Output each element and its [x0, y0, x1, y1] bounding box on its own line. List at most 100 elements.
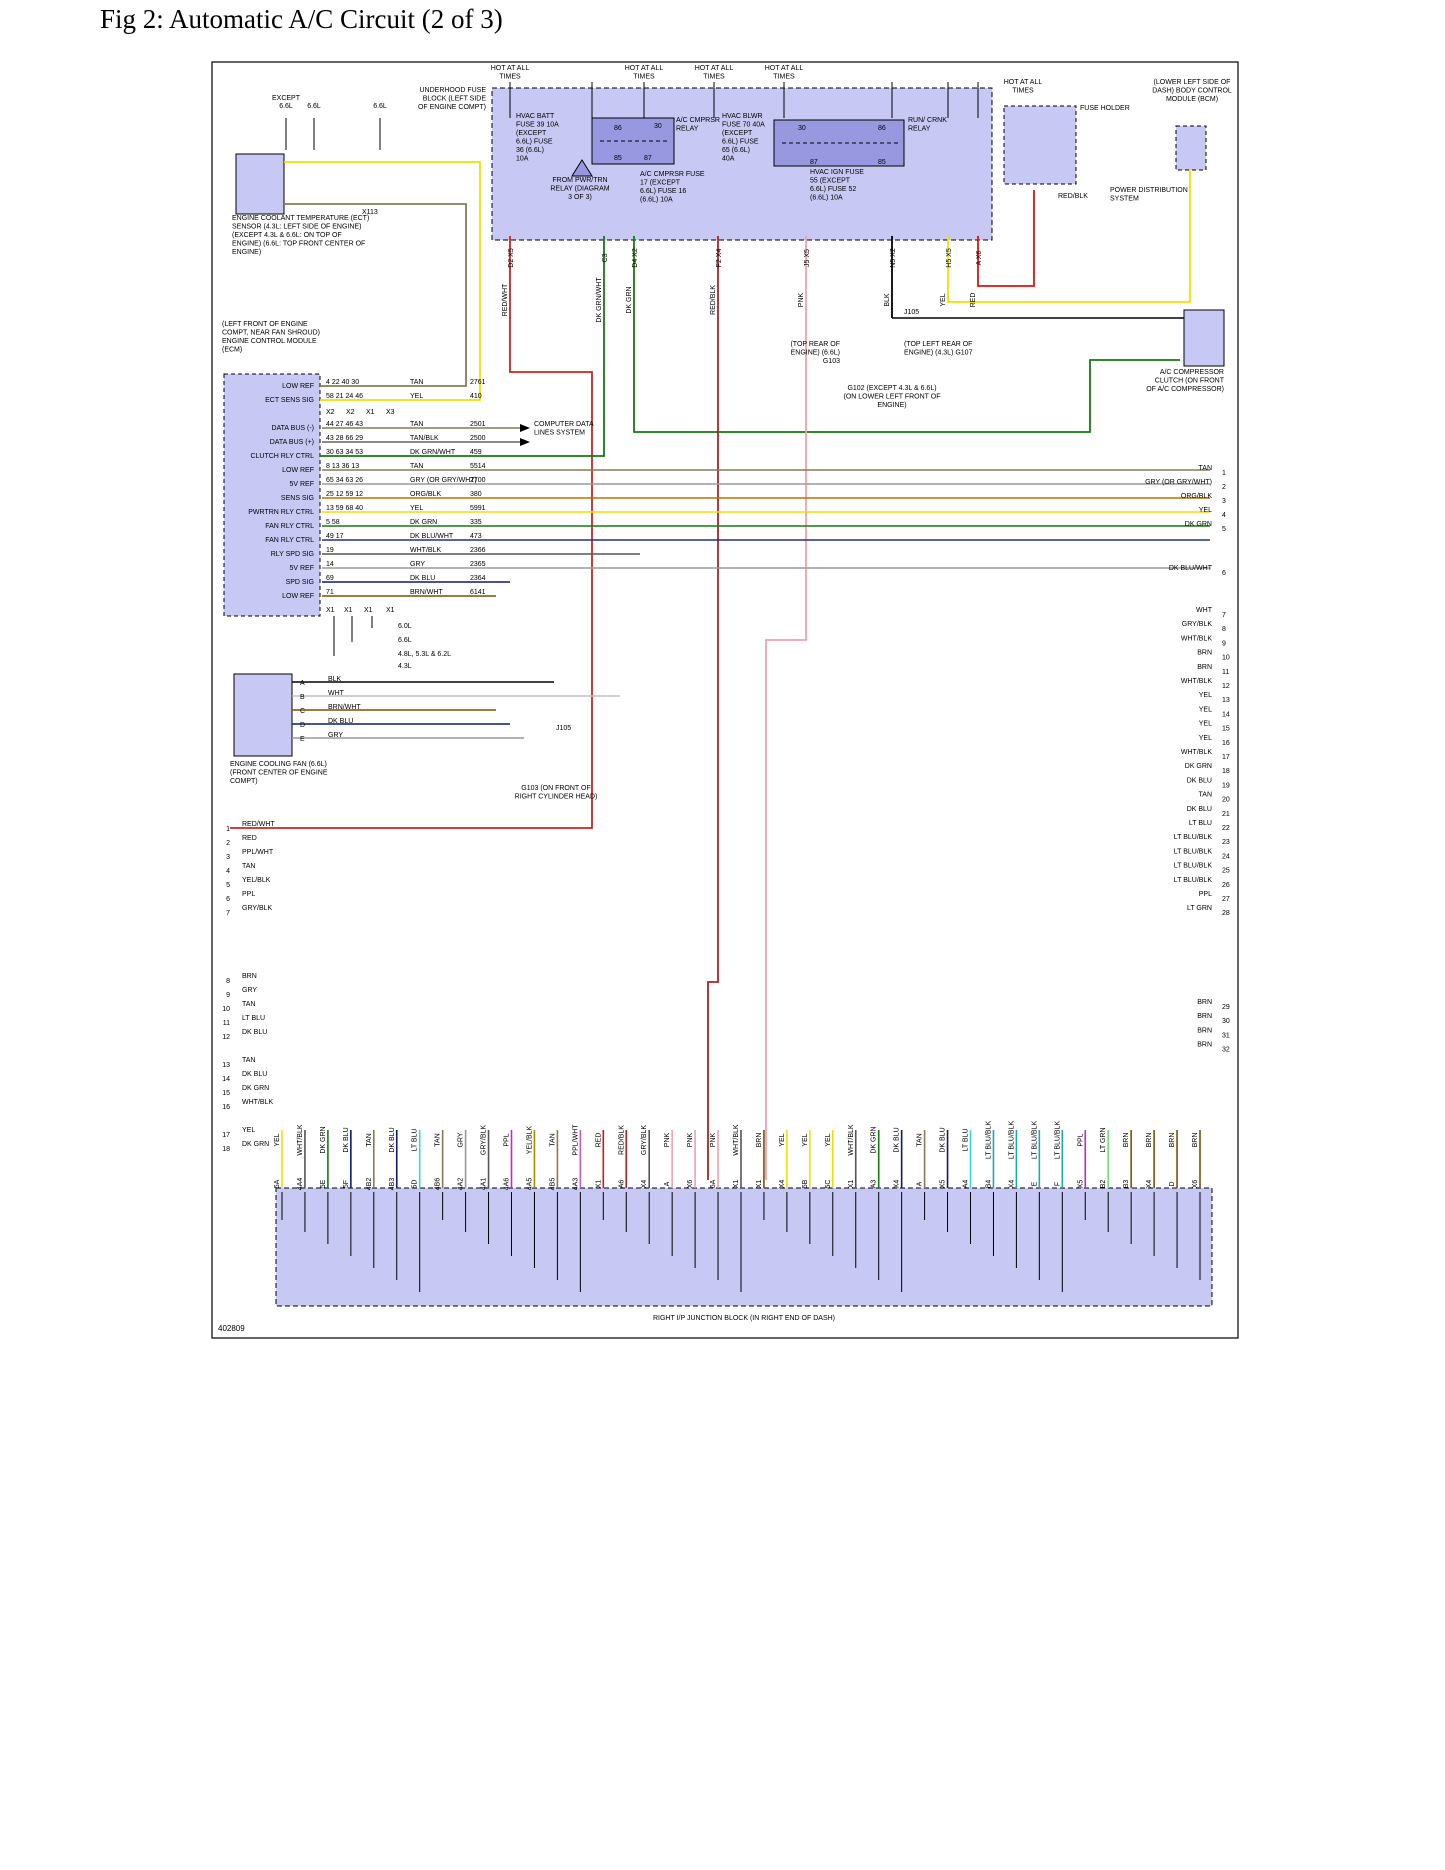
red-blk-wire-top: [707, 236, 719, 1180]
left-label-3: PPL/WHT: [242, 849, 274, 856]
jb-wire-label-9: GRY/BLK: [481, 1125, 488, 1156]
right-num-2: 2: [1222, 484, 1226, 491]
ecm-conn-0: X2: [326, 409, 335, 416]
runcrnk-pin-30: 30: [798, 125, 806, 132]
red-blk-wire-top-label: RED/BLK: [710, 285, 717, 315]
right-label-10: BRN: [1197, 650, 1212, 657]
jb-wire-label-22: YEL: [779, 1133, 786, 1146]
jb-pin-label-31: B4: [985, 1180, 992, 1189]
jb-wire-label-34: LT BLU/BLK: [1054, 1121, 1061, 1160]
ecm-row-color-6: GRY (OR GRY/WHT): [410, 477, 477, 484]
jb-pin-label-39: D: [1169, 1181, 1176, 1186]
ecm-row-circuit-2: 2501: [470, 421, 486, 428]
ecm-row-label-10: FAN RLY CTRL: [265, 537, 314, 544]
left-label-10: TAN: [242, 1001, 255, 1008]
junction-block-box: [275, 1187, 1213, 1307]
jb-pin-label-12: 4B5: [549, 1178, 556, 1191]
right-label-7: WHT: [1196, 607, 1213, 614]
blk-wire-top-label: BLK: [884, 293, 891, 307]
jb-wire-label-32: LT BLU/BLK: [1008, 1121, 1015, 1160]
jb-pin-label-38: X4: [1146, 1180, 1153, 1189]
right-label-5: DK GRN: [1185, 521, 1212, 528]
ect-variant-label-1: 6.6L: [307, 103, 321, 110]
jb-pin-label-20: X1: [733, 1180, 740, 1189]
ecm-row-pins-2: 44 27 46 43: [326, 421, 363, 428]
right-num-28: 28: [1222, 910, 1230, 917]
fan-pin-A: A: [300, 680, 305, 687]
right-num-24: 24: [1222, 853, 1230, 860]
ecm-row-label-14: LOW REF: [282, 593, 314, 600]
ecm-row-circuit-14: 6141: [470, 589, 486, 596]
pnk-wire-top-label: PNK: [798, 292, 805, 307]
data-arrow-1: [520, 424, 530, 432]
right-num-6: 6: [1222, 570, 1226, 577]
cooling-fan-label: ENGINE COOLING FAN (6.6L)(FRONT CENTER O…: [230, 761, 328, 785]
jb-pin-label-35: X5: [1077, 1180, 1084, 1189]
ecm-row-color-2: TAN: [410, 421, 423, 428]
left-label-16: WHT/BLK: [242, 1099, 273, 1106]
left-label-18: DK GRN: [242, 1141, 269, 1148]
jb-pin-label-11: 4A5: [526, 1178, 533, 1191]
right-num-31: 31: [1222, 1032, 1230, 1039]
ecm-row-color-12: GRY: [410, 561, 425, 568]
left-label-8: BRN: [242, 973, 257, 980]
ecm-row-label-5: LOW REF: [282, 467, 314, 474]
right-label-13: YEL: [1199, 692, 1212, 699]
jb-pin-label-24: 5C: [825, 1180, 832, 1189]
right-label-17: WHT/BLK: [1181, 749, 1212, 756]
ecm-bottom-conn-0: X1: [326, 607, 335, 614]
bcm-box: [1175, 125, 1207, 171]
left-num-5: 5: [226, 882, 230, 889]
right-num-16: 16: [1222, 740, 1230, 747]
jb-pin-label-8: 4A2: [458, 1178, 465, 1191]
jb-wire-label-5: DK BLU: [389, 1127, 396, 1152]
jb-pin-label-5: 4B3: [389, 1178, 396, 1191]
runcrnk-pin-85: 85: [878, 159, 886, 166]
right-label-14: YEL: [1199, 706, 1212, 713]
right-num-13: 13: [1222, 697, 1230, 704]
figure-id: 402809: [218, 1324, 245, 1333]
jb-wire-label-40: BRN: [1192, 1133, 1199, 1148]
ect-sensor-box: [235, 153, 285, 215]
ecm-row-pins-6: 65 34 63 26: [326, 477, 363, 484]
left-num-6: 6: [226, 896, 230, 903]
left-label-14: DK BLU: [242, 1071, 267, 1078]
right-label-20: TAN: [1199, 792, 1212, 799]
ect-sensor-label: ENGINE COOLANT TEMPERATURE (ECT)SENSOR (…: [232, 215, 369, 256]
fan-pin-color-B: WHT: [328, 690, 345, 697]
left-label-9: GRY: [242, 987, 257, 994]
right-label-16: YEL: [1199, 735, 1212, 742]
jb-pin-label-25: X1: [848, 1180, 855, 1189]
jb-pin-label-10: 4A6: [504, 1178, 511, 1191]
ecm-row-circuit-9: 335: [470, 519, 482, 526]
dk-grn-wht-wire: [320, 236, 605, 457]
right-label-28: LT GRN: [1187, 905, 1212, 912]
left-label-1: RED/WHT: [242, 821, 275, 828]
jb-pin-label-23: 5B: [802, 1179, 809, 1188]
left-label-15: DK GRN: [242, 1085, 269, 1092]
jb-pin-label-13: 4A3: [572, 1178, 579, 1191]
jb-pin-label-21: X1: [756, 1180, 763, 1189]
jb-pin-label-3: 5F: [343, 1180, 350, 1188]
right-num-9: 9: [1222, 640, 1226, 647]
relay-pin-85: 85: [614, 155, 622, 162]
relay-pin-87: 87: [644, 155, 652, 162]
fan-pin-color-E: GRY: [328, 732, 343, 739]
ecm-row-pins-11: 19: [326, 547, 334, 554]
ecm-row-circuit-11: 2366: [470, 547, 486, 554]
right-num-19: 19: [1222, 782, 1230, 789]
ecm-row-color-10: DK BLU/WHT: [410, 533, 454, 540]
ecm-row-color-13: DK BLU: [410, 575, 435, 582]
right-num-25: 25: [1222, 868, 1230, 875]
jb-wire-label-7: TAN: [435, 1133, 442, 1146]
left-label-12: DK BLU: [242, 1029, 267, 1036]
jb-wire-label-6: LT BLU: [412, 1128, 419, 1151]
ecm-row-label-9: FAN RLY CTRL: [265, 523, 314, 530]
runcrnk-pin-87: 87: [810, 159, 818, 166]
